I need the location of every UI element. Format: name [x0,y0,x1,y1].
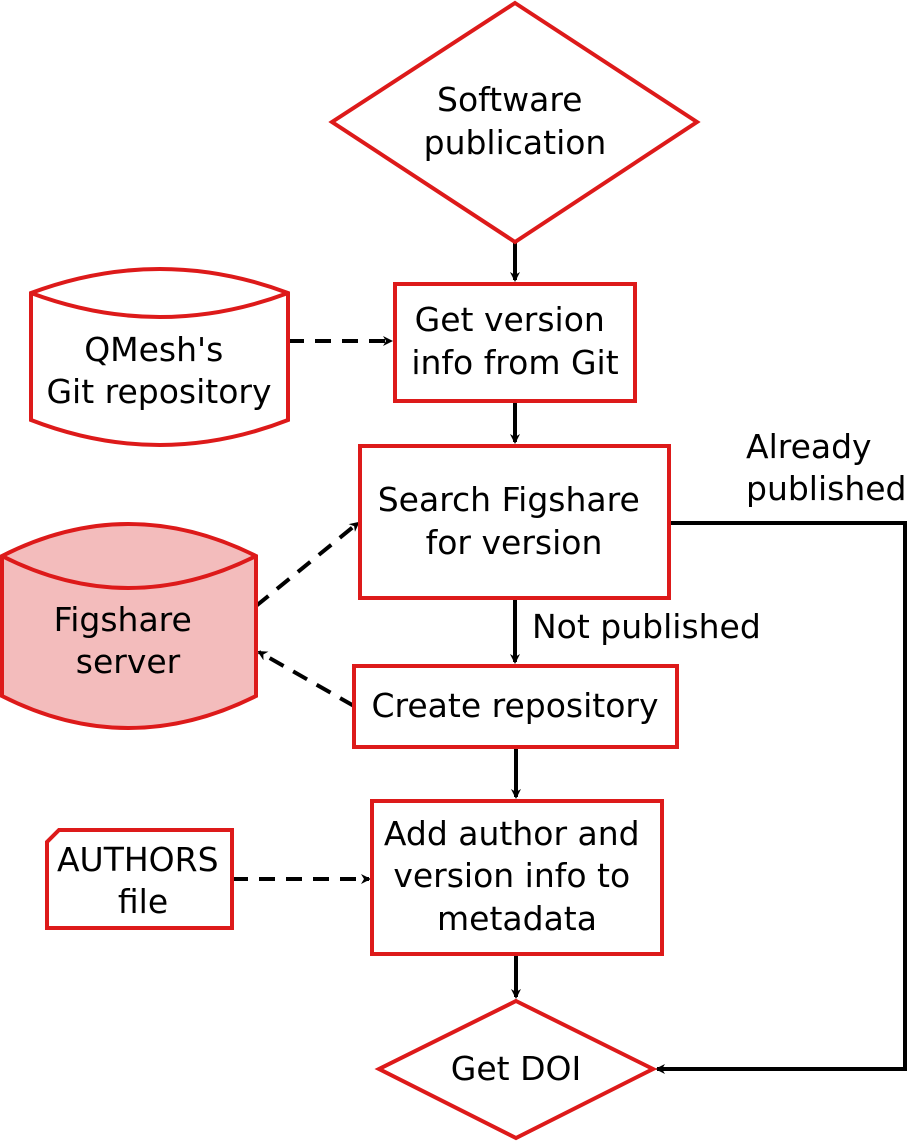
already-published-line-1: Already [746,427,872,466]
node-get-doi: Get DOI [374,998,658,1141]
dashed-create-to-figshare [257,650,355,708]
add-author-line-3: metadata [437,899,597,938]
edge-label-already-published: Already published [746,427,907,508]
node-get-version-info: Get version info from Git [393,282,637,403]
authors-file-line-2: file [118,882,168,921]
figshare-server-line-2: server [76,642,181,681]
svg-text:Search Figshare for vers: Search Figshare for version [378,480,651,562]
git-repository-line-2: Git repository [46,372,271,411]
get-doi-label: Get DOI [451,1049,581,1088]
arrow-already-published [655,521,907,1074]
authors-file-line-1: AUTHORS [57,840,219,879]
get-version-line-1: Get version [415,300,605,339]
get-version-line-2: info from Git [411,343,618,382]
node-software-publication: Software publication [328,0,701,245]
already-published-line-2: published [746,469,907,508]
svg-text:QMesh's Git repository: QMesh's Git repository [46,330,271,411]
software-publication-line-1: Software [437,80,582,119]
node-figshare-server: Figshare server [0,522,258,730]
svg-text:Software publication: Software publication [424,80,607,162]
svg-text:AUTHORS file: AUTHORS file [57,840,229,921]
svg-text:Get DOI: Get DOI [451,1049,581,1088]
software-publication-line-2: publication [424,123,607,162]
node-authors-file: AUTHORS file [45,828,234,930]
search-figshare-line-2: for version [426,523,603,562]
svg-text:Create repository: Create repository [371,686,658,725]
node-add-author-info: Add author and version info to metadata [370,799,664,956]
svg-text:Add author and version i: Add author and version info to metadata [384,814,650,938]
svg-text:Figshare server: Figshare server [54,600,203,681]
edge-label-not-published: Not published [532,607,761,646]
add-author-line-1: Add author and [384,814,640,853]
dashed-figshare-to-search [254,521,360,608]
svg-text:Get version info from Gi: Get version info from Git [411,300,618,382]
connectors [232,242,907,1074]
not-published-label: Not published [532,607,761,646]
add-author-line-2: version info to [393,856,630,895]
figshare-server-line-1: Figshare [54,600,192,639]
node-create-repository: Create repository [352,664,679,749]
search-figshare-line-1: Search Figshare [378,480,640,519]
git-repository-line-1: QMesh's [84,330,223,369]
node-search-figshare: Search Figshare for version [358,444,671,600]
node-git-repository: QMesh's Git repository [29,267,290,447]
create-repository-label: Create repository [371,686,658,725]
